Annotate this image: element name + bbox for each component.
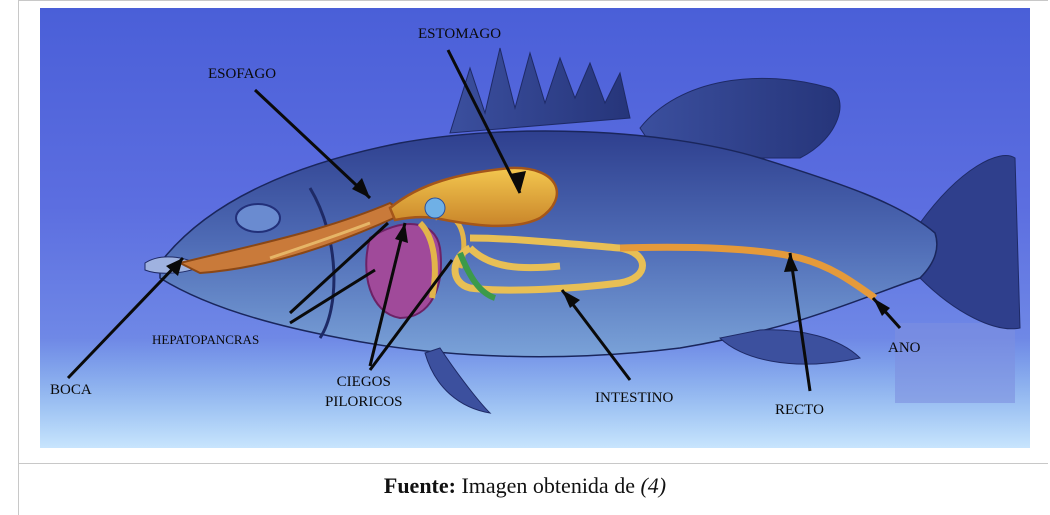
caption-label: Fuente: <box>384 473 456 498</box>
label-hepatopancras: HEPATOPANCRAS <box>152 330 259 350</box>
label-boca: BOCA <box>50 380 92 400</box>
eye <box>236 204 280 232</box>
figure-caption: Fuente: Imagen obtenida de (4) <box>0 466 1050 506</box>
label-recto: RECTO <box>775 400 824 420</box>
label-ciegos-piloricos: CIEGOS PILORICOS <box>325 372 403 412</box>
caption-text: Imagen obtenida de <box>456 473 641 498</box>
swim-bladder-bit <box>425 198 445 218</box>
fish-anatomy-figure: ESTOMAGO ESOFAGO HEPATOPANCRAS BOCA CIEG… <box>40 8 1030 448</box>
fish-illustration <box>40 8 1030 448</box>
label-estomago: ESTOMAGO <box>418 24 501 44</box>
label-patch <box>895 323 1015 403</box>
label-intestino: INTESTINO <box>595 388 673 408</box>
caption-reference: (4) <box>640 473 666 498</box>
label-esofago: ESOFAGO <box>208 64 276 84</box>
label-ano: ANO <box>888 338 921 358</box>
dorsal-fin-front <box>450 48 630 133</box>
caption-divider <box>18 463 1048 464</box>
